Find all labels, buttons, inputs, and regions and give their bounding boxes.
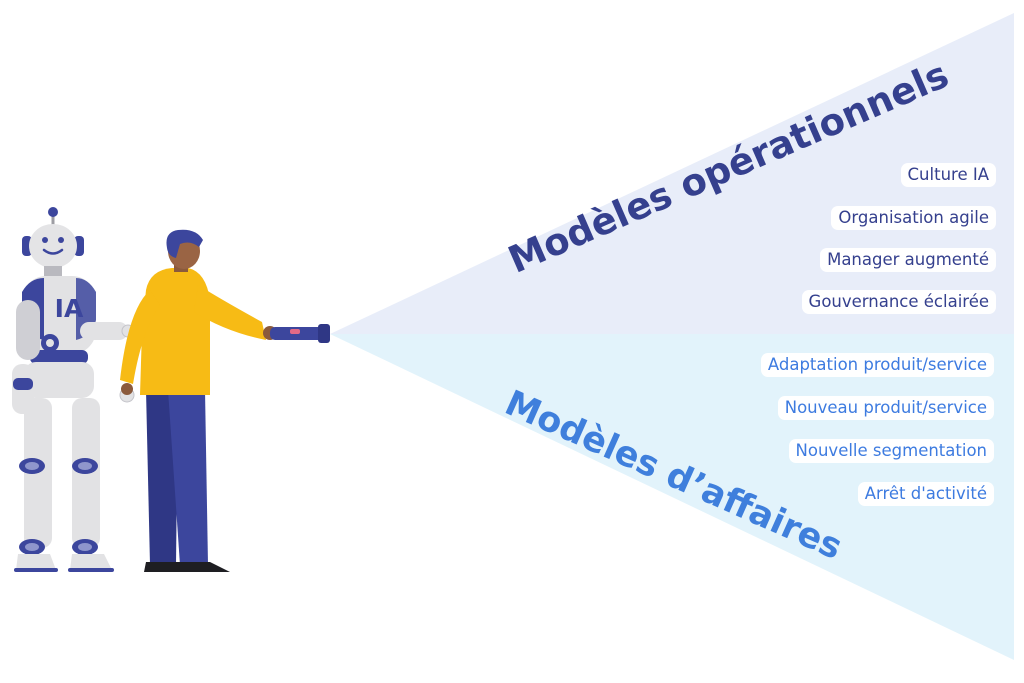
robot-icon xyxy=(12,207,135,572)
operational-item-gouvernance-eclairee: Gouvernance éclairée xyxy=(801,290,996,314)
operational-item-manager-augmente: Manager augmenté xyxy=(820,248,996,272)
operational-item-organisation-agile: Organisation agile xyxy=(831,206,996,230)
business-item-arret-activite: Arrêt d'activité xyxy=(857,482,994,506)
person-with-flashlight-icon xyxy=(120,229,330,572)
business-item-nouveau-produit-service: Nouveau produit/service xyxy=(777,396,994,420)
business-item-adaptation-produit-service: Adaptation produit/service xyxy=(760,353,994,377)
operational-item-culture-ia: Culture IA xyxy=(900,163,996,187)
business-item-nouvelle-segmentation: Nouvelle segmentation xyxy=(788,439,994,463)
robot-chest-label: IA xyxy=(54,294,84,323)
